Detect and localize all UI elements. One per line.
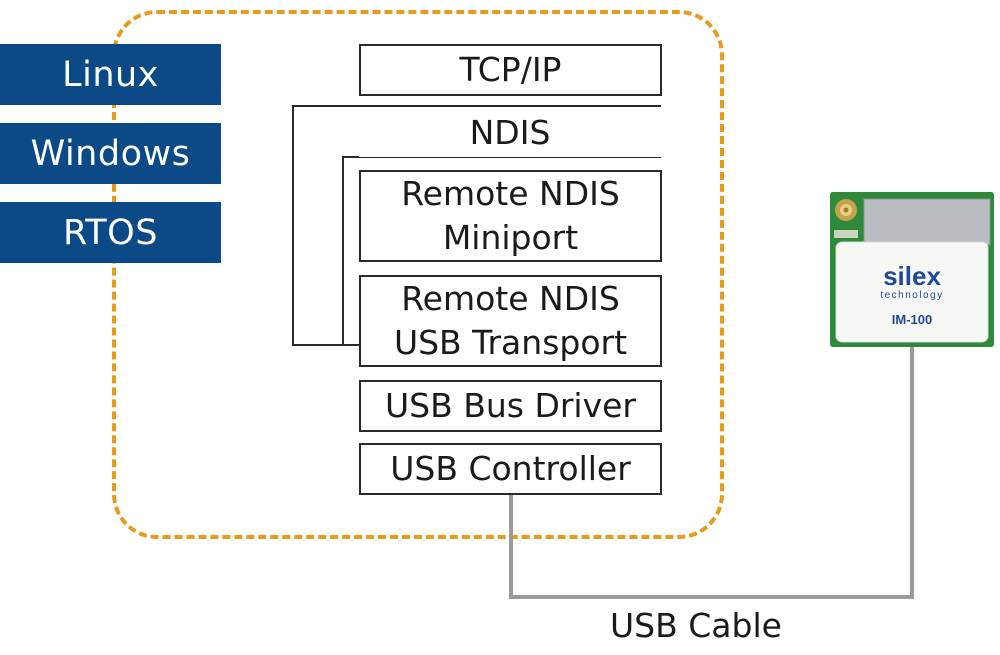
antenna-connector-icon <box>835 199 857 221</box>
module-brand: silex <box>883 261 941 291</box>
layer-rndis-usb-line2: USB Transport <box>393 323 628 362</box>
layer-rndis-miniport-line1: Remote NDIS <box>401 174 620 214</box>
os-label-windows: Windows <box>0 123 221 184</box>
module-brand-sub: technology <box>880 290 943 301</box>
ndis-inner-bracket <box>342 156 661 345</box>
ndis-outer-bracket <box>292 105 661 346</box>
host-boundary <box>112 10 724 539</box>
layer-rndis-miniport: Remote NDIS Miniport <box>359 170 662 262</box>
module-model: IM-100 <box>892 312 932 327</box>
layer-usb-controller: USB Controller <box>359 443 662 495</box>
layer-rndis-miniport-line2: Miniport <box>442 218 579 257</box>
os-label-rtos: RTOS <box>0 202 221 263</box>
layer-ndis: NDIS <box>359 107 661 157</box>
layer-usb-controller-label: USB Controller <box>390 449 631 489</box>
im100-module: silex technology IM-100 <box>830 192 994 347</box>
layer-rndis-usb-transport: Remote NDIS USB Transport <box>359 275 662 367</box>
os-label-linux: Linux <box>0 44 221 105</box>
layer-rndis-usb-line1: Remote NDIS <box>401 279 620 319</box>
usb-cable-label: USB Cable <box>610 606 782 645</box>
layer-tcpip-label: TCP/IP <box>459 50 562 90</box>
usb-cable-line <box>509 345 914 599</box>
layer-ndis-label: NDIS <box>469 112 551 152</box>
module-label <box>835 241 989 343</box>
layer-usb-bus-driver: USB Bus Driver <box>359 380 662 432</box>
layer-tcpip: TCP/IP <box>359 44 662 96</box>
layer-usb-bus-driver-label: USB Bus Driver <box>384 386 636 426</box>
module-shield <box>864 199 990 245</box>
